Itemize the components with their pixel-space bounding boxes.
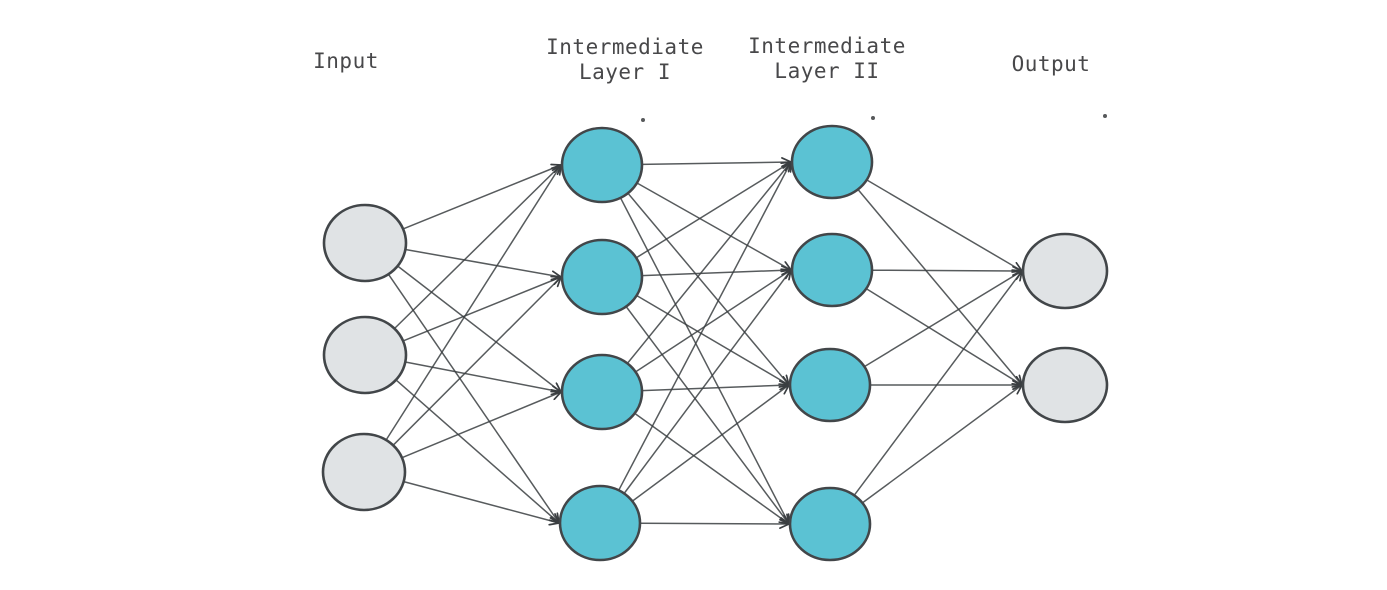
- edge-input-1-hidden1-4: [387, 273, 559, 523]
- edge-input-2-hidden1-3: [405, 361, 561, 392]
- edge-hidden2-1-output-2: [857, 188, 1022, 385]
- input-node-1: [322, 203, 408, 283]
- hidden1-node-3: [560, 353, 644, 431]
- input-node-3: [321, 432, 407, 512]
- edge-input-3-hidden1-4: [403, 480, 559, 523]
- stray-dot-1: [641, 118, 645, 122]
- edge-input-1-hidden1-3: [397, 265, 561, 392]
- hidden1-node-4: [558, 484, 642, 562]
- layer-label-output: Output: [1012, 52, 1091, 76]
- edge-hidden1-2-hidden2-3: [636, 294, 789, 386]
- edge-hidden1-3-hidden2-3: [641, 385, 789, 392]
- hidden2-node-1: [790, 124, 874, 200]
- hidden2-node-4: [788, 486, 872, 562]
- edge-input-3-hidden1-3: [401, 392, 561, 459]
- stray-dot-3: [1103, 114, 1107, 118]
- edges-group: [385, 162, 1022, 525]
- edge-hidden1-4-hidden2-3: [631, 385, 789, 502]
- edge-hidden2-2-output-2: [865, 287, 1022, 385]
- edge-hidden1-2-hidden2-4: [625, 306, 789, 525]
- edge-hidden2-1-output-1: [866, 179, 1022, 271]
- layer-label-line: Intermediate: [748, 34, 906, 58]
- hidden2-node-3: [788, 347, 872, 423]
- layer-label-line: Layer II: [774, 59, 879, 83]
- nodes-group: [321, 124, 1109, 562]
- layer-label-line: Layer I: [579, 60, 671, 84]
- edge-hidden2-4-output-1: [853, 271, 1022, 496]
- edge-hidden1-2-hidden2-2: [641, 270, 791, 277]
- output-node-2: [1021, 346, 1109, 424]
- edge-input-3-hidden1-2: [392, 277, 561, 446]
- edge-input-2-hidden1-4: [395, 379, 559, 523]
- edge-hidden1-1-hidden2-2: [636, 182, 791, 270]
- edge-hidden1-4-hidden2-1: [618, 162, 791, 491]
- edge-hidden1-4-hidden2-2: [623, 270, 791, 494]
- stray-dot-2: [871, 116, 875, 120]
- layer-label-input: Input: [313, 49, 379, 73]
- output-node-1: [1021, 232, 1109, 310]
- layer-label-line: Input: [313, 49, 379, 73]
- edge-hidden1-3-hidden2-1: [626, 162, 791, 364]
- edge-hidden1-3-hidden2-2: [635, 270, 791, 373]
- hidden2-node-2: [790, 232, 874, 308]
- hidden1-node-2: [560, 238, 644, 316]
- edge-hidden1-3-hidden2-4: [634, 412, 789, 524]
- edge-input-3-hidden1-1: [385, 165, 561, 441]
- hidden1-node-1: [560, 126, 644, 204]
- edge-input-2-hidden1-1: [393, 165, 561, 330]
- edge-hidden1-4-hidden2-4: [639, 523, 789, 524]
- layer-label-line: Intermediate: [546, 35, 704, 59]
- edge-hidden1-1-hidden2-3: [627, 192, 789, 385]
- edge-hidden1-2-hidden2-1: [635, 162, 791, 259]
- edge-hidden2-4-output-2: [861, 385, 1022, 504]
- edge-hidden1-1-hidden2-1: [641, 162, 791, 164]
- input-node-2: [322, 315, 408, 395]
- edge-hidden1-1-hidden2-4: [619, 197, 790, 524]
- edge-input-2-hidden1-2: [402, 277, 561, 342]
- layer-label-line: Output: [1012, 52, 1091, 76]
- edge-hidden2-3-output-1: [864, 271, 1022, 368]
- edge-input-1-hidden1-2: [405, 248, 561, 278]
- edge-input-1-hidden1-1: [402, 165, 561, 230]
- edge-hidden2-2-output-1: [871, 270, 1022, 271]
